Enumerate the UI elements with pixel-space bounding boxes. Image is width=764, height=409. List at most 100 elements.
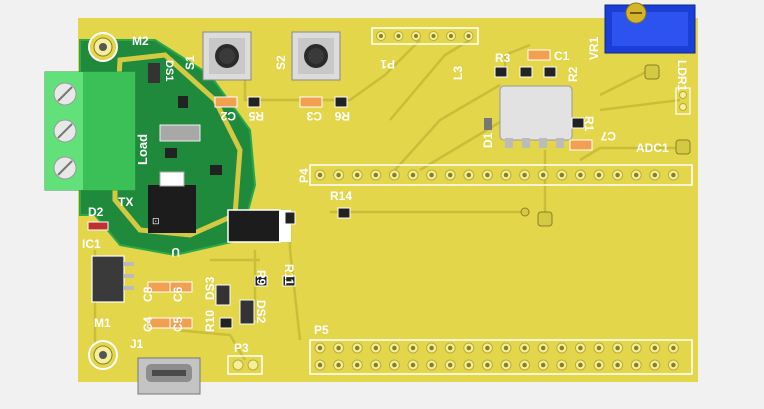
p5-pin-top-20-hole [671,345,676,351]
optocoupler-ic [227,209,291,243]
p5-pin-top-15-hole [578,345,583,351]
label-c3: C3 [306,109,322,123]
p4-pin-17-hole [615,172,620,178]
trimmer-pot-icon [604,2,696,54]
adc1-pad [675,139,691,155]
p4-pin-5-hole [392,172,397,178]
label-ds3: DS3 [203,276,217,300]
p4-pin-16-hole [596,172,602,178]
label-r2: R2 [566,66,580,82]
label-c2: C2 [220,109,236,123]
p5-pin-bottom-9-hole [466,362,472,368]
label-ds1: DS1 [163,60,175,81]
p5-pin-bottom-17-hole [615,362,620,368]
label-u: U [171,245,180,259]
p5-pin-bottom-7-hole [429,362,434,368]
p5-pin-bottom-18-hole [633,362,639,368]
p1-pin-6-hole [466,33,471,39]
p5-pin-top-18-hole [633,345,639,351]
p4-pin-4-hole [373,172,379,178]
label-c5: C5 [171,316,185,332]
p4-pin-8-hole [447,172,453,178]
p1-pin-4-hole [431,33,436,39]
p4-pin-15-hole [578,172,583,178]
p4-header-pins [314,169,679,181]
p5-pin-top-12-hole [522,345,527,351]
label-r9: R9 [254,270,268,286]
p3-pin-1 [232,359,244,371]
label-p1: P1 [380,57,395,71]
p3-pin-2 [247,359,259,371]
p5-header-outline [309,339,693,375]
label-p4: P4 [297,168,311,183]
p5-pin-top-14-hole [559,345,565,351]
regulator-ic: ⊡ [148,171,196,233]
label-j1: J1 [130,337,144,351]
p5-pin-top-3-hole [354,345,360,351]
label-vr1: VR1 [587,36,601,60]
test-pad-vr [644,64,660,80]
mounting-hole-icon [88,32,118,62]
label-r5: R5 [248,109,264,123]
p5-header-pins [314,342,679,371]
p5-pin-bottom-5-hole [392,362,397,368]
smd-components [87,49,593,329]
p4-pin-10-hole [485,172,490,178]
label-m1: M1 [94,316,111,330]
screw-terminal-icon [44,71,136,191]
p5-pin-bottom-16-hole [596,362,602,368]
ldr1-pad-1 [679,91,687,99]
label-c8: C8 [141,286,155,302]
label-r14: R14 [330,189,352,203]
label-ldr1: LDR1 [675,60,689,92]
p5-pin-top-5-hole [392,345,397,351]
p5-pin-bottom-10-hole [485,362,490,368]
p4-pin-12-hole [522,172,527,178]
via-1 [520,207,530,217]
main-ic-d1 [499,85,573,148]
p5-pin-top-1-hole [317,345,323,351]
p1-pin-2-hole [396,33,401,39]
p5-pin-top-13-hole [540,345,546,351]
tactile-switch-icon [291,31,341,81]
p5-pin-bottom-14-hole [559,362,565,368]
silkscreen-labels: M2 DS1 S1 S2 P1 L3 R3 C1 R2 VR1 LDR1 C2 … [82,34,689,355]
ldr1-pad-2 [679,103,687,111]
p5-pin-bottom-2-hole [336,362,341,368]
p4-pin-14-hole [559,172,565,178]
p5-pin-top-8-hole [447,345,453,351]
p5-pin-bottom-3-hole [354,362,360,368]
p1-header-pins [376,31,474,41]
p4-pin-7-hole [429,172,434,178]
p5-pin-top-4-hole [373,345,379,351]
label-c4: C4 [141,316,155,332]
p5-pin-top-17-hole [615,345,620,351]
svg-text:⊡: ⊡ [152,216,160,226]
label-l3: L3 [451,66,465,80]
ldr1-outline [675,87,691,115]
label-ds2: DS2 [254,300,268,324]
label-s2: S2 [274,55,288,70]
tactile-switch-icon [202,31,252,81]
label-r6: R6 [334,109,350,123]
p1-pin-5-hole [448,33,454,39]
label-tx: TX [118,195,133,209]
label-r1: R1 [582,116,596,132]
p5-pin-bottom-4-hole [373,362,379,368]
test-pad-mid [537,211,553,227]
label-r3: R3 [495,51,511,65]
p5-pin-top-19-hole [652,345,658,351]
p5-pin-top-9-hole [466,345,472,351]
p4-pin-3-hole [354,172,360,178]
p4-pin-6-hole [410,172,416,178]
label-c7: C7 [600,129,616,143]
p5-pin-top-16-hole [596,345,602,351]
p5-pin-top-2-hole [336,345,341,351]
label-c6: C6 [171,286,185,302]
p4-pin-19-hole [652,172,658,178]
label-m2: M2 [132,34,149,48]
p5-pin-top-10-hole [485,345,490,351]
p5-pin-bottom-6-hole [410,362,416,368]
p4-pin-2-hole [336,172,341,178]
